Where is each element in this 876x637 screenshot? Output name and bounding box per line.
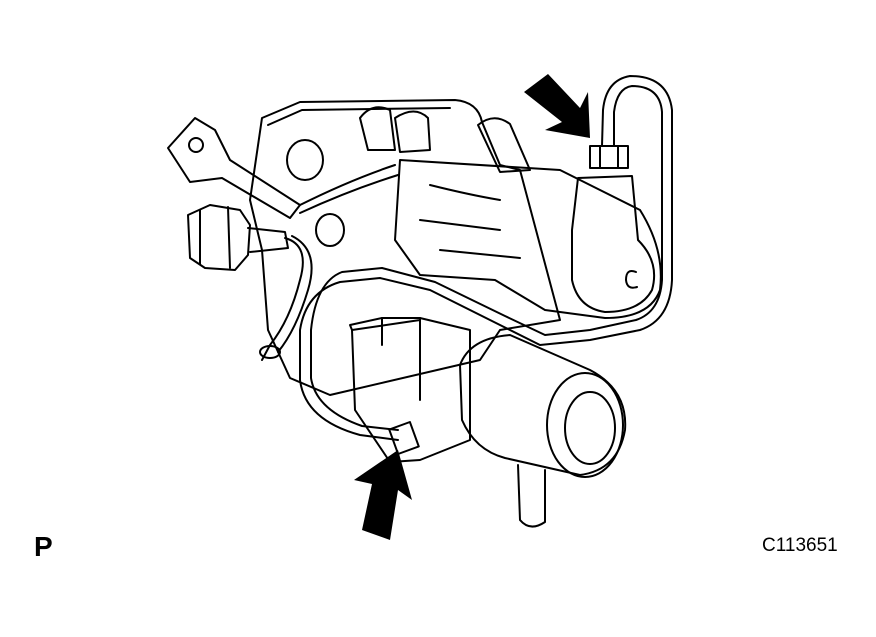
corner-letter: P [34, 531, 53, 562]
connector-stem [247, 227, 289, 253]
mounting-plate [249, 99, 561, 396]
upper-flare-nut [589, 145, 629, 169]
port-right [477, 117, 531, 173]
figure-id: C113651 [762, 535, 838, 556]
cylinder-bore [546, 372, 624, 478]
boss-left [286, 139, 324, 181]
boss-center [315, 213, 345, 247]
upper-arrow-icon [524, 74, 590, 138]
upper-brake-line-inner [310, 85, 663, 431]
lower-arrow-icon [354, 450, 412, 540]
cylinder-body [459, 334, 627, 476]
plate-inner-edge [267, 107, 451, 126]
left-connector [187, 204, 251, 271]
pump-body [394, 159, 662, 319]
wire-clip [259, 345, 281, 359]
port-left [359, 106, 396, 151]
bracket-bolt-hole [188, 137, 204, 153]
lower-flare-nut [388, 421, 420, 455]
port-middle [394, 110, 431, 153]
modulator-block [349, 317, 471, 463]
bracket-tab [167, 117, 301, 219]
outlet-pipe [517, 464, 546, 528]
upper-brake-line [299, 75, 673, 441]
wire-harness [261, 235, 313, 361]
sensor-housing [571, 175, 656, 313]
sensor-c-mark [625, 270, 638, 289]
